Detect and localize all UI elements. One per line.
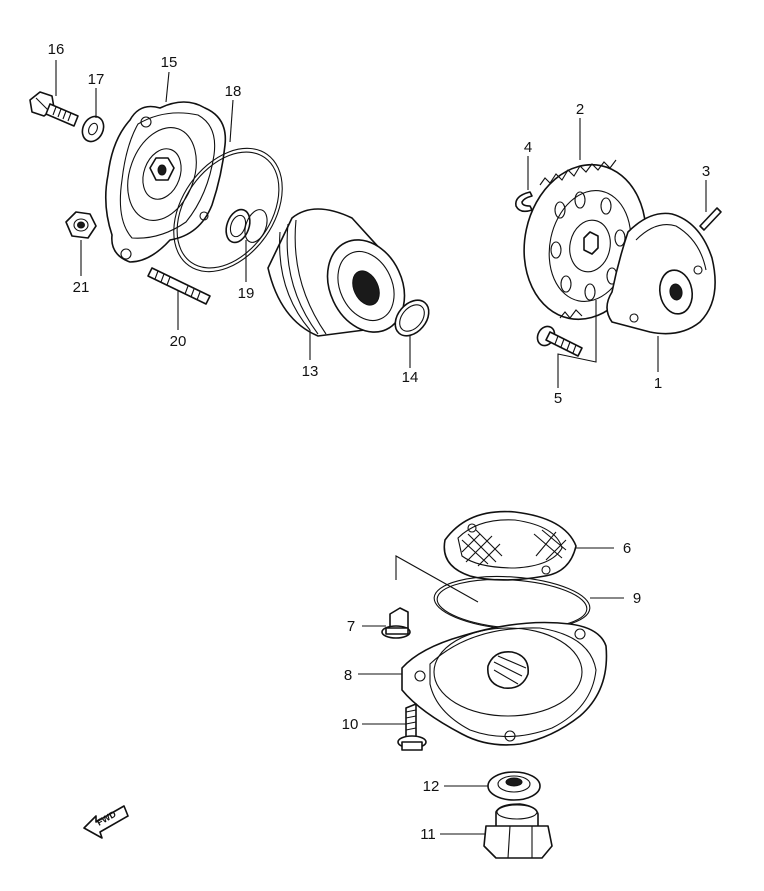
strainer-mesh-left: [461, 529, 503, 567]
part-6-strainer: [443, 510, 577, 581]
part-5-screw: [536, 325, 583, 357]
part-16-bolt: [29, 91, 79, 127]
callout-6: 6: [623, 540, 631, 557]
callout-19: 19: [238, 285, 255, 302]
callout-4: 4: [524, 139, 532, 156]
callout-8: 8: [344, 667, 352, 684]
part-14-o-ring: [394, 299, 430, 337]
callout-1: 1: [654, 375, 662, 392]
part-4-circlip: [514, 191, 533, 213]
part-21-nut: [65, 211, 97, 239]
part-13-oil-filter: [267, 208, 406, 337]
part-15-cover: [104, 101, 227, 263]
part-19-o-ring: [225, 208, 268, 244]
callout-10: 10: [342, 716, 359, 733]
callout-21: 21: [73, 279, 90, 296]
fwd-arrow-icon: FWD: [83, 805, 129, 839]
callout-16: 16: [48, 41, 65, 58]
part-7-bolt: [381, 607, 411, 639]
callout-3: 3: [702, 163, 710, 180]
callout-15: 15: [161, 54, 178, 71]
part-3-pin: [699, 207, 722, 231]
callout-17: 17: [88, 71, 105, 88]
callout-2: 2: [576, 101, 584, 118]
callout-13: 13: [302, 363, 319, 380]
callout-11: 11: [420, 826, 436, 843]
callout-18: 18: [225, 83, 242, 100]
callout-labels: 16 17 15 18 21 20 19 13 14 2 4 3 1 5 6 9…: [48, 41, 711, 843]
callout-20: 20: [170, 333, 187, 350]
callout-5: 5: [554, 390, 562, 407]
part-1-pump: [606, 212, 716, 335]
callout-9: 9: [633, 590, 641, 607]
strainer-mesh-right: [533, 529, 567, 561]
part-10-bolt: [397, 703, 427, 751]
part-12-gasket: [487, 771, 541, 801]
part-11-drain-plug: [483, 803, 553, 859]
leader-lines: [55, 60, 707, 835]
part-17-washer: [81, 115, 105, 143]
callout-14: 14: [402, 369, 419, 386]
callout-7: 7: [347, 618, 355, 635]
part-20-stud: [147, 267, 211, 305]
part-8-cap: [401, 621, 608, 746]
callout-12: 12: [423, 778, 440, 795]
